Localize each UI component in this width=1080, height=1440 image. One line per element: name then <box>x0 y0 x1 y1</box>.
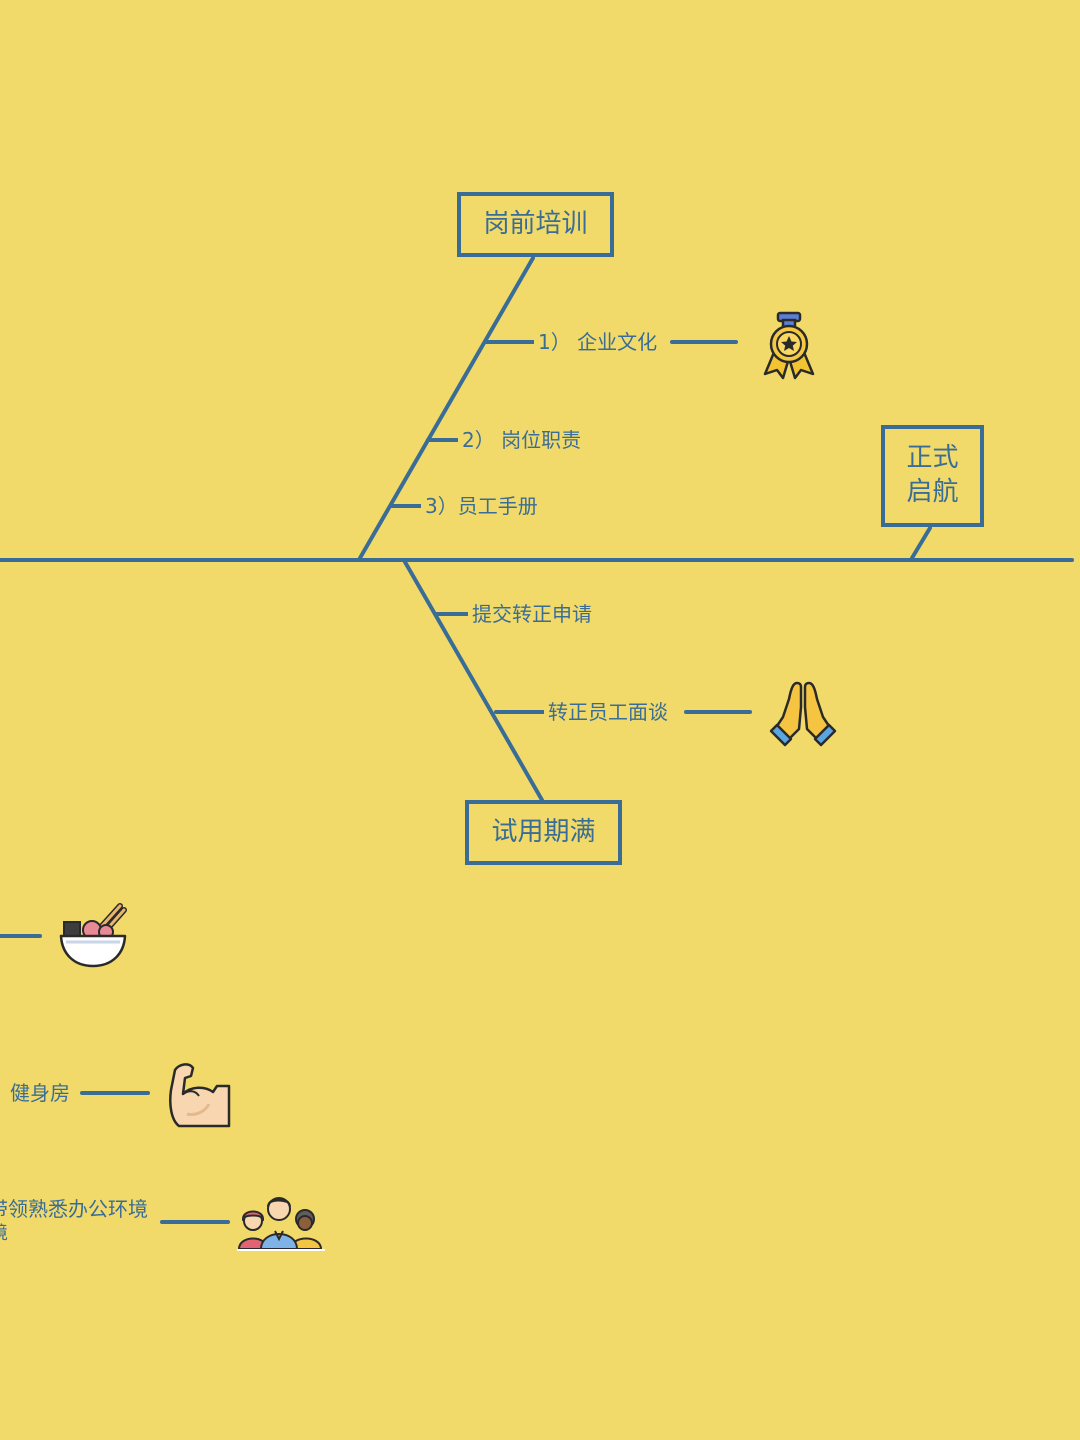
branch-line-training <box>358 256 535 560</box>
medal-icon <box>763 311 815 380</box>
node-probation-complete[interactable]: 试用期满 <box>465 800 622 865</box>
flexed-biceps-icon <box>169 1063 231 1128</box>
node-probation-complete-label: 试用期满 <box>491 816 596 847</box>
noodle-bowl-icon <box>59 903 127 968</box>
label-gym: 健身房 <box>6 1081 74 1105</box>
label-employee-handbook: 3）员工手册 <box>421 494 542 518</box>
label-office-tour: 带领熟悉办公环境 <box>0 1197 152 1221</box>
branch-line-probation <box>403 560 544 802</box>
node-official-launch-label: 正式 启航 <box>906 443 959 507</box>
label-regularization-interview: 转正员工面谈 <box>544 700 672 724</box>
node-official-launch[interactable]: 正式 启航 <box>881 425 984 527</box>
praying-hands-icon <box>769 681 837 747</box>
people-group-icon <box>237 1197 325 1251</box>
label-submit-regularization: 提交转正申请 <box>468 602 596 626</box>
label-job-responsibilities: 2） 岗位职责 <box>458 428 586 452</box>
label-office-tour-line2: 境 <box>0 1222 12 1246</box>
branch-line-launch <box>910 526 932 560</box>
label-corporate-culture: 1） 企业文化 <box>534 330 662 354</box>
node-pre-job-training-label: 岗前培训 <box>483 208 588 239</box>
node-pre-job-training[interactable]: 岗前培训 <box>457 192 614 257</box>
